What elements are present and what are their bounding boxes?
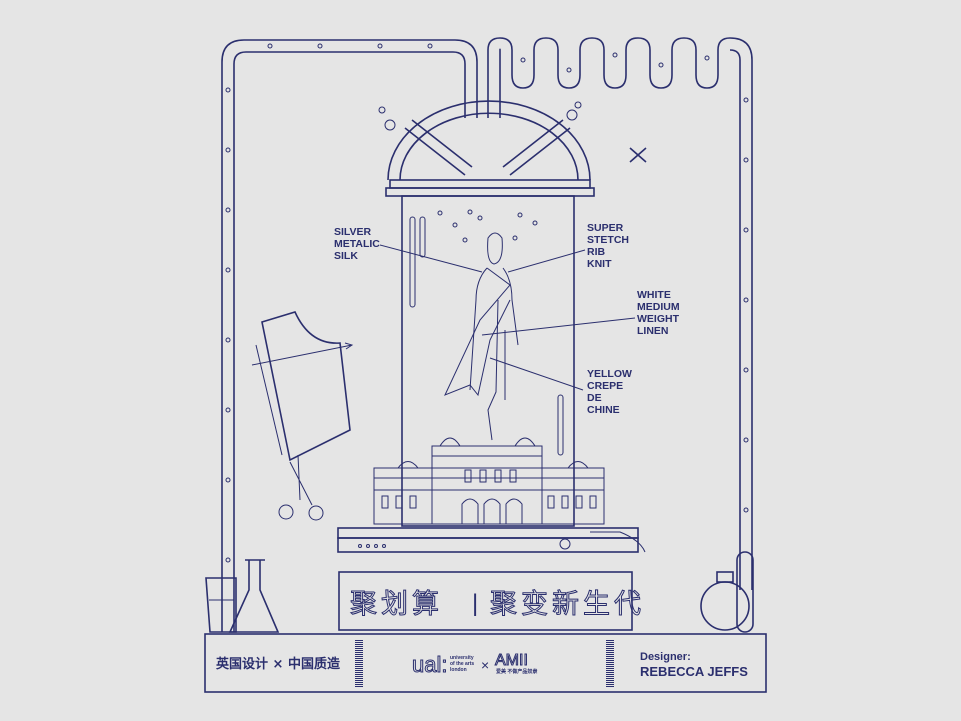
ual-logo: ual: [412,652,447,677]
slogan-right: 聚变新生代 [490,589,645,620]
slogan-left: 聚划算 [350,589,443,620]
ual-line-2: of the arts [450,661,474,667]
footer-box [204,633,767,693]
pattern-piece [251,311,354,462]
pipe-bubbles [225,43,749,563]
flask-icon [228,559,280,633]
designer-label: Designer: [640,651,691,663]
slogan-box [338,571,633,631]
ual-line-3: london [450,667,467,673]
slogan-divider: | [472,590,478,617]
dress-figure-icon [444,232,519,441]
close-x-icon [629,147,647,163]
label-leaders [379,244,636,391]
ual-line-1: university [450,655,474,661]
footer-left-text: 英国设计 × 中国质造 [215,656,341,672]
designer-name: REBECCA JEFFS [640,664,748,679]
test-tube-icon [736,551,754,633]
scissors-icon [278,454,324,521]
amii-subtitle: 爱美 不做产品奴隶 [496,668,538,675]
base-platform [337,527,646,553]
beaker-icon [205,577,237,633]
building-icon [373,437,605,525]
round-flask-icon [700,571,750,631]
glass-dome [378,100,595,527]
amii-logo: AMII [495,652,528,669]
cross-mark: × [481,657,489,673]
pipe-tube [221,37,753,632]
